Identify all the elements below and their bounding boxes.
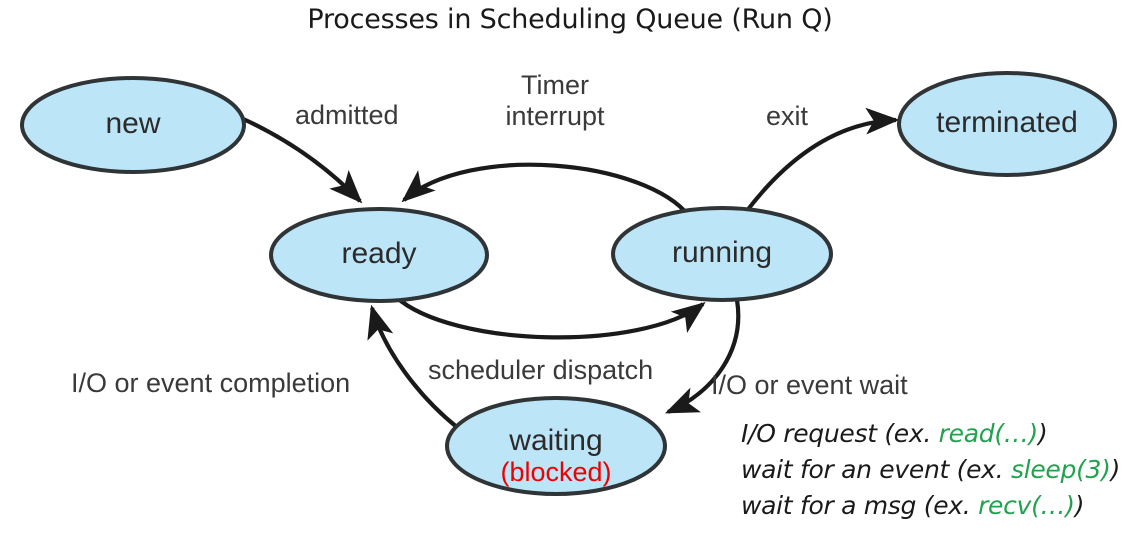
note-io-request: I/O request (ex. read(…)) bbox=[741, 419, 1048, 448]
edge-exit bbox=[744, 107, 900, 214]
edge-label-timer-interrupt-line1: Timer bbox=[521, 70, 589, 100]
edge-timer-interrupt bbox=[401, 162, 691, 218]
note-io-request-call: read(…) bbox=[938, 419, 1039, 448]
page-title: Processes in Scheduling Queue (Run Q) bbox=[307, 4, 833, 35]
note-wait-msg-prefix: wait for a msg (ex. bbox=[741, 491, 979, 520]
state-ready-ellipse[interactable] bbox=[269, 207, 489, 303]
note-wait-msg: wait for a msg (ex. recv(…)) bbox=[741, 491, 1084, 520]
state-running-ellipse[interactable] bbox=[611, 206, 833, 302]
edge-io-event-wait bbox=[664, 299, 741, 414]
edge-label-scheduler-dispatch: scheduler dispatch bbox=[428, 355, 654, 385]
note-wait-msg-call: recv(…) bbox=[978, 491, 1075, 520]
edge-label-io-event-completion: I/O or event completion bbox=[71, 368, 351, 398]
note-io-request-prefix: I/O request (ex. bbox=[741, 419, 939, 448]
edge-label-exit: exit bbox=[766, 101, 809, 131]
edge-label-admitted: admitted bbox=[295, 100, 399, 130]
note-wait-msg-suffix: ) bbox=[1074, 491, 1085, 520]
state-new-ellipse[interactable] bbox=[20, 76, 246, 174]
note-io-request-suffix: ) bbox=[1037, 419, 1048, 448]
note-wait-event-call: sleep(3) bbox=[1010, 455, 1111, 484]
note-wait-event: wait for an event (ex. sleep(3)) bbox=[741, 455, 1120, 484]
state-waiting-ellipse[interactable] bbox=[445, 396, 667, 496]
note-wait-event-suffix: ) bbox=[1110, 455, 1121, 484]
note-wait-event-prefix: wait for an event (ex. bbox=[741, 455, 1011, 484]
edge-admitted bbox=[240, 116, 363, 204]
edge-scheduler-dispatch bbox=[394, 295, 706, 340]
edge-label-io-event-wait: I/O or event wait bbox=[711, 370, 908, 400]
state-terminated-ellipse[interactable] bbox=[897, 71, 1117, 177]
edge-label-timer-interrupt-line2: interrupt bbox=[505, 101, 605, 131]
edge-io-event-completion bbox=[367, 304, 460, 430]
